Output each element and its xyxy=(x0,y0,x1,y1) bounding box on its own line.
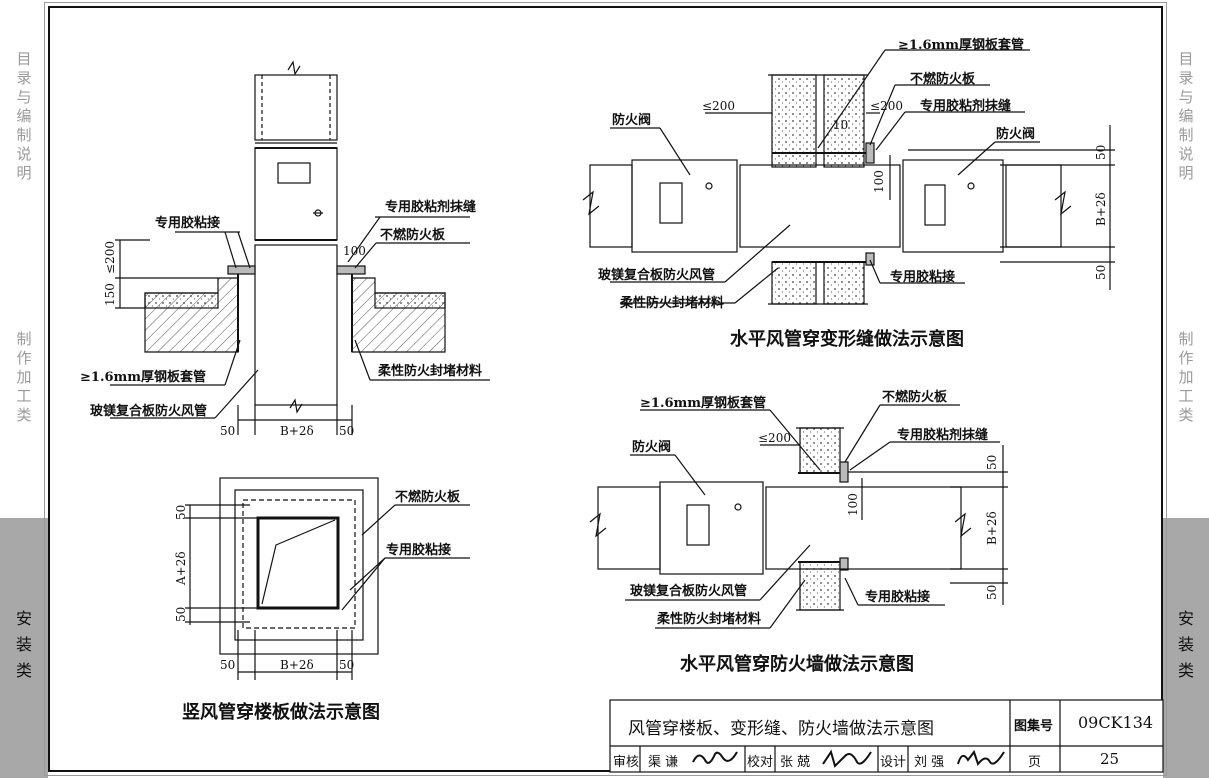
ej-dim-le200-left: ≤200 xyxy=(702,99,735,113)
fw-dim-100: 100 xyxy=(846,493,860,516)
outer-frame xyxy=(44,2,1167,776)
fw-dim-50-bottom: 50 xyxy=(985,584,999,600)
plan-dim-50-top: 50 xyxy=(174,504,188,520)
ej-caption: 水平风管穿变形缝做法示意图 xyxy=(730,329,964,350)
ej-dim-b2d: B+2δ xyxy=(1094,192,1108,226)
checker-signature xyxy=(822,749,872,768)
ej-adhesive-joint-label: 专用胶粘接 xyxy=(890,270,956,285)
sidebar-section-contents: 目 录 与 编 制 说 明 xyxy=(1178,50,1194,182)
vertical-duct-section xyxy=(110,60,490,435)
ej-dim-50-bottom: 50 xyxy=(1094,264,1108,280)
drawing-title: 风管穿楼板、变形缝、防火墙做法示意图 xyxy=(628,719,934,739)
fw-sleeve-label: ≥1.6mm厚钢板套管 xyxy=(640,396,767,411)
sidebar-section-fabrication: 制 作 加 工 类 xyxy=(16,330,32,424)
right-sidebar: 目 录 与 编 制 说 明 制 作 加 工 类 安 装 类 xyxy=(1163,0,1209,778)
ej-dim-100: 100 xyxy=(872,170,886,193)
flexible-seal-label: 柔性防火封堵材料 xyxy=(378,364,483,379)
ej-dim-10: 10 xyxy=(833,118,849,132)
plan-dim-a2d: A+2δ xyxy=(174,551,188,585)
atlas-no-label: 图集号 xyxy=(1014,719,1054,734)
sleeve-label: ≥1.6mm厚钢板套管 xyxy=(80,370,207,385)
fire-wall-section xyxy=(589,404,1008,629)
ej-fireproof-board-label: 不燃防火板 xyxy=(910,72,976,87)
plan-dim-b2d: B+2δ xyxy=(280,658,314,672)
vertical-caption: 竖风管穿楼板做法示意图 xyxy=(182,702,380,723)
plan-fireproof-board-label: 不燃防火板 xyxy=(395,490,461,505)
fw-sealant-label: 专用胶粘剂抹缝 xyxy=(897,428,989,443)
dim-50-right: 50 xyxy=(339,424,355,438)
ej-dim-50-top: 50 xyxy=(1094,144,1108,160)
design-label: 设计 xyxy=(880,755,907,770)
adhesive-joint-label: 专用胶粘接 xyxy=(155,216,221,231)
ej-flexible-seal-label: 柔性防火封堵材料 xyxy=(620,296,725,311)
plan-dim-50-right: 50 xyxy=(339,658,355,672)
dim-100: 100 xyxy=(343,244,366,258)
dim-50-left: 50 xyxy=(220,424,236,438)
page-no: 25 xyxy=(1100,750,1120,768)
plan-view xyxy=(185,477,470,680)
sidebar-band xyxy=(0,518,48,778)
sidebar-section-contents: 目 录 与 编 制 说 明 xyxy=(16,50,32,182)
reviewer-name: 渠 谦 xyxy=(648,755,679,770)
left-sidebar: 目 录 与 编 制 说 明 制 作 加 工 类 安 装 类 xyxy=(0,0,48,778)
expansion-joint-section xyxy=(582,49,1115,305)
atlas-no: 09CK134 xyxy=(1078,713,1154,732)
fw-duct-label: 玻镁复合板防火风管 xyxy=(630,584,748,599)
fw-dim-le200: ≤200 xyxy=(758,431,791,445)
ej-dim-le200-right: ≤200 xyxy=(870,99,903,113)
dim-le200: ≤200 xyxy=(103,241,117,274)
review-label: 审核 xyxy=(613,755,640,770)
designer-name: 刘 强 xyxy=(914,755,945,770)
ej-duct-label: 玻镁复合板防火风管 xyxy=(598,268,716,283)
fw-damper-label: 防火阀 xyxy=(632,440,672,455)
sidebar-section-installation: 安 装 类 xyxy=(15,609,32,680)
plan-dim-50-bottom: 50 xyxy=(174,606,188,622)
sidebar-band xyxy=(1163,518,1209,778)
fw-fireproof-board-label: 不燃防火板 xyxy=(882,390,948,405)
title-block-lines xyxy=(609,699,1164,773)
check-label: 校对 xyxy=(747,755,774,770)
ej-damper-right-label: 防火阀 xyxy=(996,127,1036,142)
duct-label: 玻镁复合板防火风管 xyxy=(90,404,208,419)
plan-dim-50-left: 50 xyxy=(220,658,236,672)
fw-caption: 水平风管穿防火墙做法示意图 xyxy=(680,654,914,675)
dim-150: 150 xyxy=(103,283,117,306)
sidebar-section-installation: 安 装 类 xyxy=(1177,609,1194,680)
sealant-label: 专用胶粘剂抹缝 xyxy=(385,200,477,215)
fw-flexible-seal-label: 柔性防火封堵材料 xyxy=(657,612,762,627)
drawing-frame xyxy=(48,6,1163,772)
ej-sealant-label: 专用胶粘剂抹缝 xyxy=(920,99,1012,114)
reviewer-signature xyxy=(692,751,738,764)
fw-dim-b2d: B+2δ xyxy=(985,511,999,545)
sidebar-section-fabrication: 制 作 加 工 类 xyxy=(1178,330,1194,424)
page-label: 页 xyxy=(1028,755,1042,770)
ej-damper-left-label: 防火阀 xyxy=(612,113,652,128)
dim-b2d: B+2δ xyxy=(280,424,314,438)
ej-sleeve-label: ≥1.6mm厚钢板套管 xyxy=(898,38,1025,53)
fireproof-board-label: 不燃防火板 xyxy=(380,228,446,243)
checker-name: 张 兢 xyxy=(780,755,811,770)
fw-adhesive-joint-label: 专用胶粘接 xyxy=(865,590,931,605)
plan-adhesive-joint-label: 专用胶粘接 xyxy=(386,543,452,558)
designer-signature xyxy=(957,749,1005,767)
fw-dim-50-top: 50 xyxy=(985,454,999,470)
